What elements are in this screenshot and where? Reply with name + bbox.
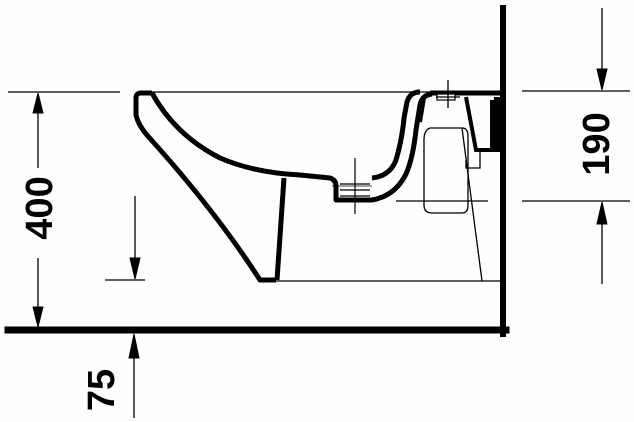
dimension-label-75: 75 xyxy=(81,368,123,412)
inlet-marker xyxy=(436,80,460,108)
wall-and-floor xyxy=(4,5,510,337)
dimension-190 xyxy=(596,8,608,284)
dimension-label-190: 190 xyxy=(576,112,618,176)
dimension-400 xyxy=(32,92,44,328)
reference-lines xyxy=(8,90,630,282)
mounting-bracket xyxy=(418,96,502,282)
dimension-label-400: 400 xyxy=(19,176,61,240)
dimension-seat-arrow xyxy=(129,196,141,280)
bidet-body xyxy=(133,89,500,283)
outlet-thread xyxy=(332,158,372,214)
dimension-75 xyxy=(128,333,140,418)
